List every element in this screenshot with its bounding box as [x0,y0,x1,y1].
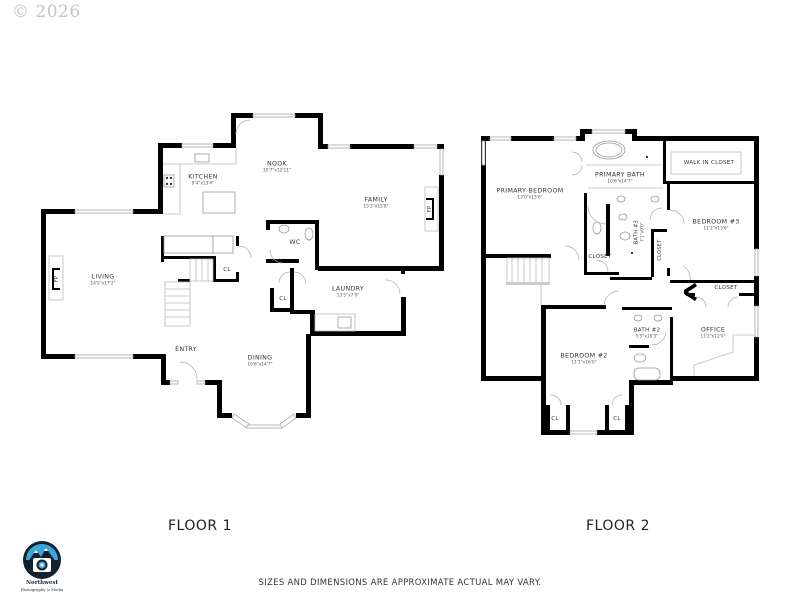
room-label-bedroom-2: BEDROOM #2 11'1"x16'0" [560,352,608,366]
room-label-closet-office: CLOSET [714,285,738,291]
room-label-bath-3: BATH #3 7'1"x9'0" [633,219,646,245]
camera-mountain-logo-icon [23,541,61,579]
copyright-watermark: © 2026 [12,2,81,22]
room-label-wc: WC [289,239,301,246]
room-label-nook: NOOK 10'7"x12'11" [263,160,291,174]
floor-1-label: FLOOR 1 [168,518,232,534]
room-label-bedroom-3: BEDROOM #3 11'2"x13'6" [692,218,740,232]
floor-2-fixtures [481,129,759,435]
floor-2-walls [481,129,759,435]
room-label-office: OFFICE 11'2"x12'0" [700,326,726,340]
fireplace-living: FP [54,275,60,283]
room-label-closet-stair: CL [223,267,231,273]
room-label-primary-bedroom: PRIMARY BEDROOM 13'0"x15'6" [496,187,564,201]
fireplace-family: FP [427,205,433,213]
room-label-entry: ENTRY [175,346,197,353]
room-label-living: LIVING 14'5"x17'2" [90,273,116,287]
room-label-laundry: LAUNDRY 13'5"x7'9" [331,285,365,299]
logo-tagline: Photography & Media [20,587,64,592]
room-label-kitchen: KITCHEN 9'4"x13'4" [188,173,218,187]
floor-2-label: FLOOR 2 [586,518,650,534]
room-label-closet-primary: CLOSET [588,254,612,260]
disclaimer-text: SIZES AND DIMENSIONS ARE APPROXIMATE ACT… [258,578,542,588]
room-label-closet-bedroom-3: CLOSET [657,239,663,261]
room-label-walk-in-closet: WALK IN CLOSET [683,160,735,166]
room-label-cl-right: CL [613,416,621,422]
room-label-bath-2: BATH #2 5'5"x10'3" [633,327,661,340]
room-label-primary-bath: PRIMARY BATH 10'6"x14'7" [595,171,645,185]
room-label-family: FAMILY 15'3"x15'8" [363,196,389,210]
logo-brand-name: Northwest [25,580,59,586]
floor-1-fixtures [48,113,444,429]
room-label-closet-laundry: CL [279,296,287,302]
floor-1-walls [41,113,444,418]
room-label-dining: DINING 10'8"x14'7" [247,354,273,368]
room-label-cl-left: CL [551,416,559,422]
